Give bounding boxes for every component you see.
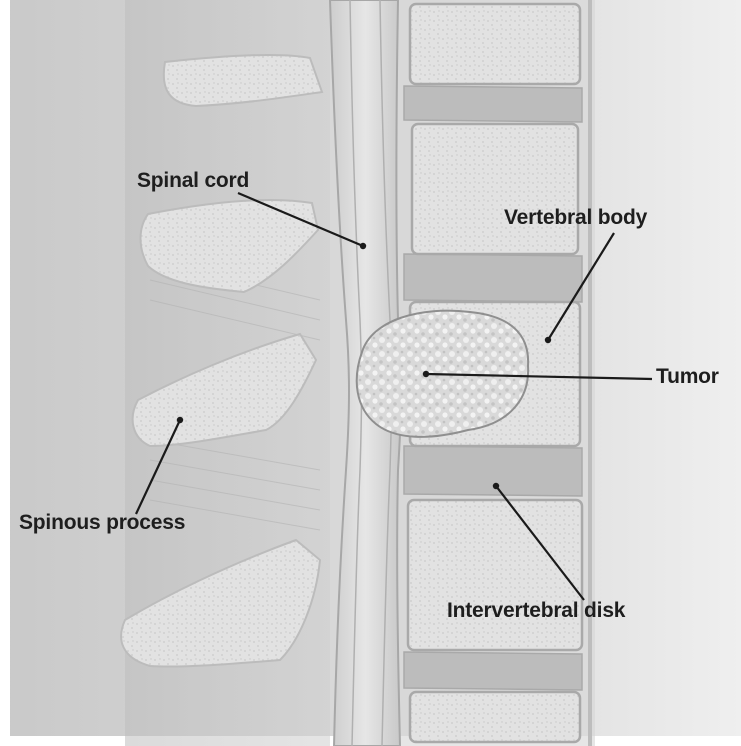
label-spinous-process: Spinous process bbox=[19, 512, 185, 533]
label-tumor: Tumor bbox=[656, 366, 719, 387]
label-vertebral-body: Vertebral body bbox=[504, 207, 647, 228]
label-intervertebral-disk: Intervertebral disk bbox=[447, 600, 625, 621]
label-spinal-cord: Spinal cord bbox=[137, 170, 249, 191]
